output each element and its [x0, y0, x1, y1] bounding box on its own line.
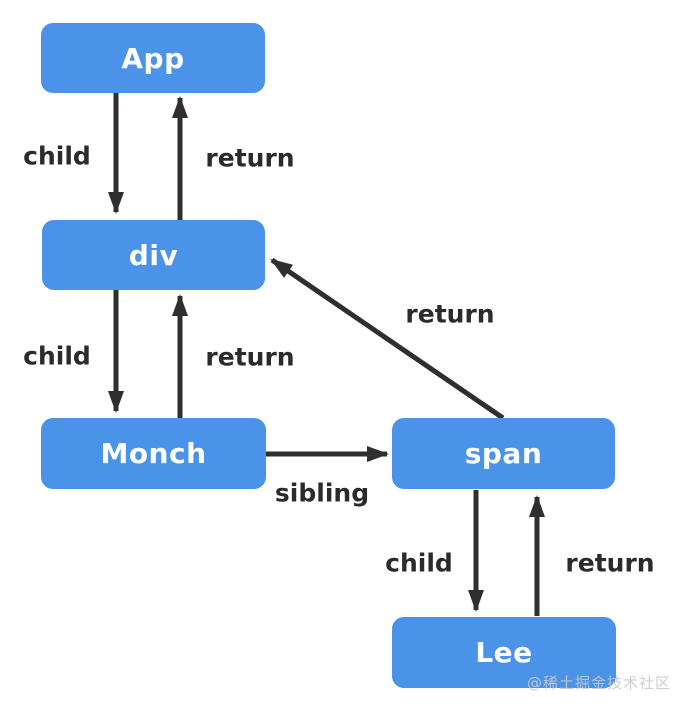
node-lee: Lee — [392, 617, 616, 688]
node-span-label: span — [464, 437, 543, 470]
edge-return-span-div — [270, 257, 505, 421]
edge-label-return-div-app: return — [205, 143, 295, 173]
watermark: @稀土掘金技术社区 — [527, 674, 672, 692]
edge-label-sibling-monch-span: sibling — [274, 478, 370, 508]
node-monch: Monch — [41, 418, 266, 489]
edge-label-return-monch-div: return — [205, 342, 295, 372]
node-div-label: div — [128, 238, 179, 272]
node-monch-label: Monch — [100, 437, 207, 470]
edge-label-return-lee-span: return — [565, 548, 655, 578]
node-lee-label: Lee — [475, 636, 533, 669]
node-app-label: App — [121, 41, 185, 75]
node-app: App — [41, 23, 265, 93]
node-div: div — [42, 220, 265, 290]
node-span: span — [392, 418, 615, 489]
edge-label-child-div-monch: child — [23, 341, 91, 371]
edge-label-child-app-div: child — [23, 141, 91, 171]
edge-label-child-span-lee: child — [385, 548, 453, 578]
edge-label-return-span-div: return — [405, 299, 495, 329]
